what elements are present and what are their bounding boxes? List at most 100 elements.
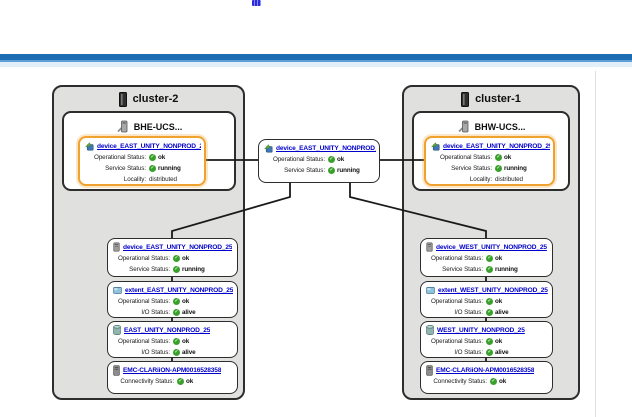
status-value: ok [486,255,549,262]
node-title-link[interactable]: EMC-CLARiiON-APM0016528358 [436,366,535,374]
node-title-link[interactable]: device_WEST_UNITY_NONPROD_25 [436,243,547,251]
status-value: distributed [149,176,201,183]
check-icon [149,154,156,161]
node-title-link[interactable]: EMC-CLARiiON-APM0016528358 [123,366,222,374]
status-row: Service Status: running [111,264,234,275]
check-icon [149,165,156,172]
status-row: Service Status: running [424,264,549,275]
device-icon [264,143,273,153]
right-edge-divider [595,71,596,417]
node-title-link[interactable]: device_EAST_UNITY_NONPROD_25 [276,144,376,152]
status-text: distributed [495,176,523,183]
chain-node-array-left[interactable]: EMC-CLARiiON-APM0016528358 Connectivity … [107,361,238,394]
status-label: I/O Status: [454,309,483,316]
check-icon [173,298,180,305]
node-title-row: extent_EAST_UNITY_NONPROD_25 [111,284,234,296]
status-text: running [182,266,205,273]
status-text: alive [495,349,509,356]
check-icon [173,266,180,273]
status-text: ok [182,255,190,262]
device-node-highlighted-left[interactable]: device_EAST_UNITY_NONPROD_25 Operational… [78,136,206,186]
node-title-row: device_EAST_UNITY_NONPROD_25 [83,140,201,152]
cluster-title: cluster-2 [132,93,179,105]
top-bar-strip [0,62,632,67]
top-blue-bar [0,54,632,60]
chain-node-array-right[interactable]: EMC-CLARiiON-APM0016528358 Connectivity … [420,361,553,394]
check-icon [173,309,180,316]
status-row: Service Status: running [429,163,550,174]
node-title-link[interactable]: device_EAST_UNITY_NONPROD_25 [443,142,550,150]
status-label: Operational Status: [430,255,483,262]
status-label: Service Status: [105,165,146,172]
status-row: Operational Status: ok [83,152,201,163]
device-icon [431,141,440,151]
status-row: Operational Status: ok [424,253,549,264]
chain-node-device-right[interactable]: device_WEST_UNITY_NONPROD_25 Operational… [420,238,553,277]
node-title-link[interactable]: device_EAST_UNITY_NONPROD_25 [123,243,233,251]
check-icon [495,165,502,172]
status-value: ok [328,156,376,163]
status-row: Locality: distributed [429,174,550,184]
check-icon [177,378,184,385]
status-value: alive [486,309,549,316]
cluster-1-header: cluster-1 [404,87,578,111]
node-title-row: extent_WEST_UNITY_NONPROD_25 [424,284,549,296]
node-title-row: EAST_UNITY_NONPROD_25 [111,324,234,336]
status-value: running [328,167,376,174]
status-text: ok [504,154,512,161]
host-header: BHE-UCS... [64,120,234,133]
status-label: Service Status: [284,167,325,174]
chain-node-volume-right[interactable]: WEST_UNITY_NONPROD_25 Operational Status… [420,321,553,358]
node-title-link[interactable]: extent_WEST_UNITY_NONPROD_25 [438,286,548,294]
status-label: Operational Status: [272,156,325,163]
status-label: Operational Status: [430,298,483,305]
volume-icon [113,325,121,335]
status-row: Operational Status: ok [111,253,234,264]
extent-icon [426,286,435,294]
status-text: ok [495,298,503,305]
status-value: distributed [495,176,550,183]
status-row: I/O Status: alive [424,347,549,357]
status-text: ok [182,338,190,345]
check-icon [486,255,493,262]
status-row: Service Status: running [262,165,376,176]
chain-node-extent-left[interactable]: extent_EAST_UNITY_NONPROD_25 Operational… [107,281,238,318]
status-value: running [495,165,550,172]
host-icon [457,120,470,133]
check-icon [486,338,493,345]
status-label: Locality: [123,176,146,183]
cluster-title: cluster-1 [475,93,521,105]
status-value: ok [173,338,234,345]
status-label: Locality: [469,176,492,183]
status-label: Operational Status: [117,338,170,345]
status-value: running [149,165,201,172]
host-header: BHW-UCS... [414,120,568,133]
node-title-row: device_EAST_UNITY_NONPROD_25 [262,142,376,154]
device-node-highlighted-right[interactable]: device_EAST_UNITY_NONPROD_25 Operational… [424,136,555,186]
host-title: BHE-UCS... [133,121,183,132]
chain-node-volume-left[interactable]: EAST_UNITY_NONPROD_25 Operational Status… [107,321,238,358]
status-label: I/O Status: [141,309,170,316]
status-label: Operational Status: [439,154,492,161]
check-icon [328,167,335,174]
status-value: ok [486,338,549,345]
node-title-row: EMC-CLARiiON-APM0016528358 [111,364,234,376]
node-title-link[interactable]: extent_EAST_UNITY_NONPROD_25 [125,286,234,294]
status-text: ok [182,298,190,305]
status-text: running [495,266,518,273]
status-value: ok [149,154,201,161]
chain-node-extent-right[interactable]: extent_WEST_UNITY_NONPROD_25 Operational… [420,281,553,318]
node-title-link[interactable]: device_EAST_UNITY_NONPROD_25 [97,142,201,150]
status-row: I/O Status: alive [111,307,234,317]
status-row: Connectivity Status: ok [424,376,549,387]
status-row: Operational Status: ok [429,152,550,163]
volume-icon [426,325,434,335]
node-title-link[interactable]: WEST_UNITY_NONPROD_25 [437,326,525,334]
top-blue-glyph-icon [252,0,261,6]
status-text: ok [495,255,503,262]
device-node-center[interactable]: device_EAST_UNITY_NONPROD_25 Operational… [258,139,380,183]
node-title-link[interactable]: EAST_UNITY_NONPROD_25 [124,326,211,334]
chain-node-device-left[interactable]: device_EAST_UNITY_NONPROD_25 Operational… [107,238,238,277]
storage-array-icon [113,364,120,376]
